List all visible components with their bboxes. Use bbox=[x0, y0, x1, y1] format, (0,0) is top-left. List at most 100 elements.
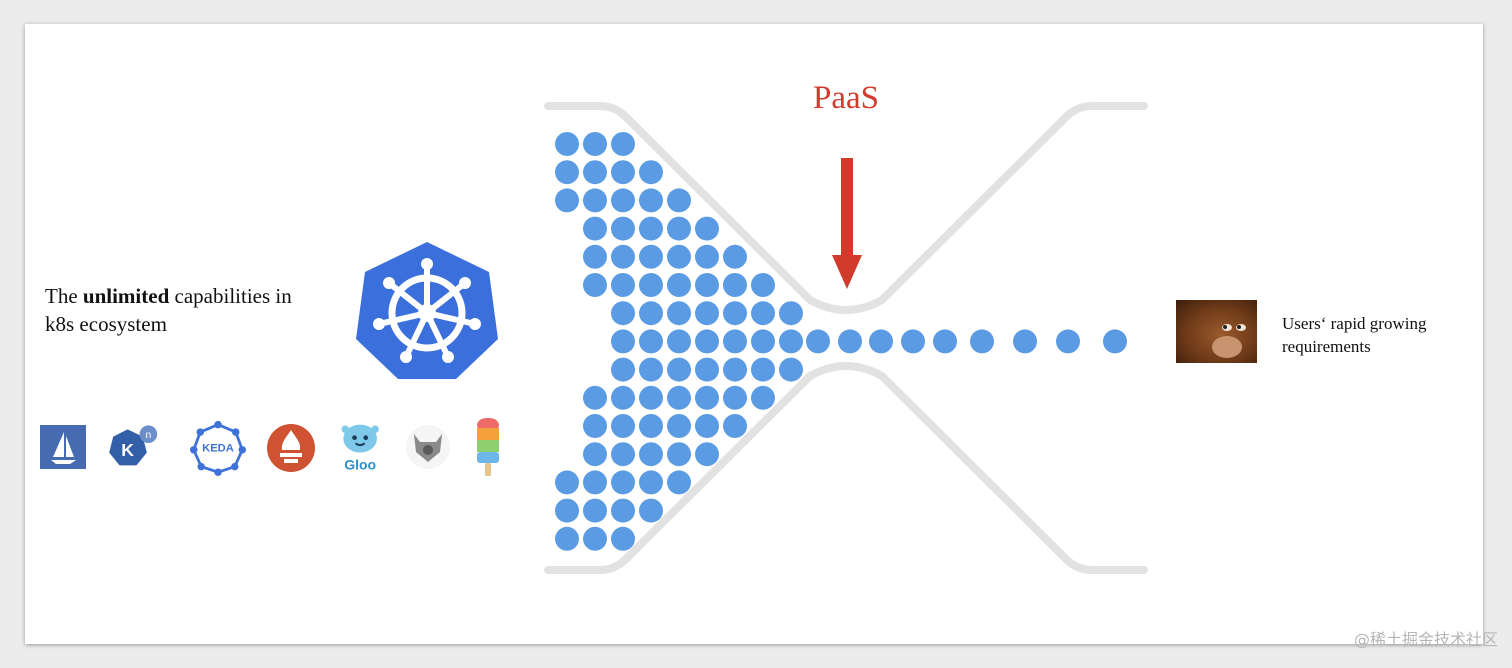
requirement-dot bbox=[667, 188, 691, 213]
requirement-dot bbox=[611, 414, 635, 438]
monkey-puppet-icon bbox=[1176, 300, 1257, 363]
requirement-dot bbox=[667, 385, 691, 410]
funnel-bottom-wall bbox=[544, 362, 1148, 574]
paas-funnel-diagram bbox=[544, 102, 1148, 574]
requirement-dot bbox=[667, 329, 691, 354]
requirement-dot bbox=[695, 385, 719, 410]
requirement-dot bbox=[555, 188, 579, 213]
requirement-dot bbox=[667, 470, 691, 495]
requirement-dot bbox=[639, 273, 663, 297]
requirement-dot bbox=[779, 357, 803, 382]
requirement-dot bbox=[639, 188, 663, 213]
requirement-dot bbox=[639, 160, 663, 185]
requirement-dot bbox=[695, 442, 719, 467]
requirement-dot bbox=[583, 442, 607, 467]
paas-label: PaaS bbox=[813, 80, 879, 116]
requirement-dot bbox=[611, 244, 635, 269]
requirement-dot bbox=[583, 160, 607, 185]
prometheus-icon bbox=[267, 424, 315, 472]
caption-line1-start: The bbox=[45, 284, 83, 308]
knative-superscript: n bbox=[146, 430, 152, 441]
requirement-dot bbox=[611, 357, 635, 382]
avatar-eye bbox=[1222, 324, 1232, 331]
requirement-dot bbox=[723, 273, 747, 297]
requirement-dot bbox=[667, 301, 691, 326]
requirement-dot bbox=[639, 414, 663, 438]
requirement-dot bbox=[555, 132, 579, 156]
requirement-dot bbox=[667, 414, 691, 438]
requirement-dot bbox=[723, 414, 747, 438]
requirement-dot bbox=[583, 216, 607, 241]
requirement-dot bbox=[901, 329, 925, 354]
requirement-dot bbox=[723, 244, 747, 269]
requirement-dot bbox=[695, 329, 719, 354]
requirement-dot bbox=[583, 385, 607, 410]
requirement-dot bbox=[555, 526, 579, 551]
requirement-dot bbox=[667, 442, 691, 467]
requirement-dot bbox=[806, 329, 830, 354]
funnel-top-wall bbox=[544, 102, 1148, 314]
requirement-dot bbox=[639, 329, 663, 354]
users-caption: Users‘ rapid growing requirements bbox=[1282, 312, 1426, 358]
requirement-dot bbox=[639, 498, 663, 523]
requirement-dot bbox=[751, 273, 775, 297]
requirement-dot bbox=[639, 442, 663, 467]
requirement-dot bbox=[1013, 329, 1037, 354]
caption-line2: k8s ecosystem bbox=[45, 312, 167, 336]
requirement-dot bbox=[779, 329, 803, 354]
requirement-dot bbox=[1103, 329, 1127, 354]
requirement-dot bbox=[583, 470, 607, 495]
requirement-dot bbox=[695, 216, 719, 241]
down-arrow-icon bbox=[832, 158, 862, 289]
ecosystem-caption: The unlimited capabilities in k8s ecosys… bbox=[45, 282, 292, 338]
popsicle-icon bbox=[477, 418, 499, 476]
requirement-dot bbox=[695, 414, 719, 438]
requirement-dot bbox=[583, 526, 607, 551]
requirement-dot bbox=[723, 329, 747, 354]
users-caption-line1: Users‘ rapid growing bbox=[1282, 314, 1427, 333]
ecosystem-logos: K n KEDA Gloo bbox=[38, 418, 508, 478]
requirement-dot bbox=[583, 498, 607, 523]
requirement-dot bbox=[751, 301, 775, 326]
requirement-dot bbox=[555, 498, 579, 523]
requirement-dot bbox=[611, 470, 635, 495]
requirement-dot bbox=[611, 442, 635, 467]
requirement-dot bbox=[639, 470, 663, 495]
requirement-dot bbox=[751, 329, 775, 354]
requirement-dot bbox=[639, 385, 663, 410]
requirement-dot bbox=[611, 216, 635, 241]
avatar-eye bbox=[1236, 324, 1246, 331]
keda-text: KEDA bbox=[202, 443, 234, 455]
requirement-dot bbox=[611, 273, 635, 297]
istio-icon bbox=[40, 425, 86, 469]
requirement-dot bbox=[667, 244, 691, 269]
requirement-dot bbox=[639, 301, 663, 326]
requirement-dot bbox=[611, 498, 635, 523]
requirement-dot bbox=[611, 526, 635, 551]
requirement-dot bbox=[723, 385, 747, 410]
requirement-dot bbox=[751, 385, 775, 410]
requirement-dot bbox=[639, 216, 663, 241]
requirement-dot bbox=[869, 329, 893, 354]
requirement-dot bbox=[639, 244, 663, 269]
requirement-dot bbox=[611, 385, 635, 410]
requirement-dot bbox=[611, 329, 635, 354]
knative-letter: K bbox=[121, 440, 134, 460]
opa-icon bbox=[406, 425, 450, 469]
requirement-dot bbox=[639, 357, 663, 382]
avatar-muzzle bbox=[1212, 336, 1242, 358]
watermark: @稀土掘金技术社区 bbox=[1353, 630, 1498, 649]
requirement-dot bbox=[1056, 329, 1080, 354]
requirement-dot bbox=[583, 414, 607, 438]
gloo-icon: Gloo bbox=[341, 424, 379, 472]
requirement-dot bbox=[695, 357, 719, 382]
requirement-dot bbox=[555, 470, 579, 495]
requirement-dot bbox=[611, 188, 635, 213]
requirement-dot bbox=[611, 160, 635, 185]
requirement-dot bbox=[779, 301, 803, 326]
users-caption-line2: requirements bbox=[1282, 337, 1371, 356]
requirement-dot bbox=[611, 132, 635, 156]
requirement-dot bbox=[695, 301, 719, 326]
caption-bold-word: unlimited bbox=[82, 284, 170, 308]
requirement-dot bbox=[555, 160, 579, 185]
